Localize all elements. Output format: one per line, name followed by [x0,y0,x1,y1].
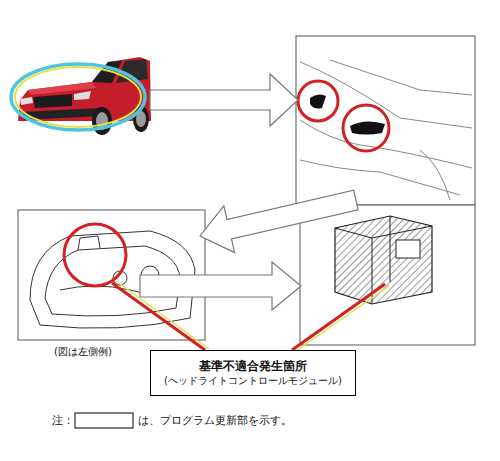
note-text: は、プログラム更新部を示す。 [138,414,292,427]
label-box: 基準不適合発生箇所(ヘッドライトコントロールモジュール) [150,350,356,396]
highlight-circle [298,81,338,121]
car-grille [33,94,72,108]
module-connector [396,240,420,258]
leader-line [112,283,205,350]
drawing-line [300,120,472,168]
figure-caption: (図は左側例) [54,346,112,358]
highlight-circle [343,105,389,151]
legend-sample-box [75,413,133,428]
drawing-line [420,150,450,200]
flow-arrow [195,177,362,260]
image-frame [296,36,475,205]
highlight-ellipse [11,64,145,130]
drawing-line [300,160,460,195]
highlight-ellipse [15,67,141,127]
car-photo [11,57,151,135]
leader-line [296,286,389,351]
flow-arrow [140,262,301,310]
car-wheel [92,107,112,135]
box-body: (ヘッドライトコントロールモジュール) [164,374,342,388]
flow-arrow [150,74,298,126]
box-heading: 基準不適合発生箇所 [199,358,307,374]
drawing-line [330,60,472,95]
highlight-circle [64,224,126,286]
drawing-line [78,236,100,250]
headlamp-shape [350,121,385,134]
module-edge [335,216,432,304]
leader-line [292,284,385,350]
car-headlight [20,97,33,105]
headlamp-shape [310,94,326,108]
car-headlight [74,91,91,100]
note-text: 注： [52,414,74,427]
control-module [335,216,432,304]
leader-line [116,281,209,349]
